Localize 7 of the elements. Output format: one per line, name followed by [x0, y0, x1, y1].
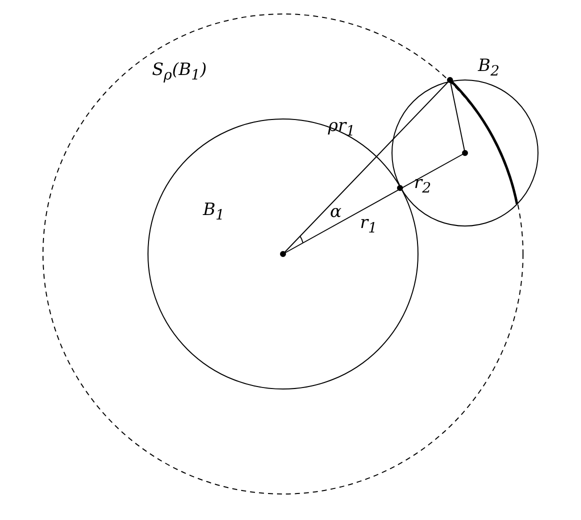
math-label: r$_{2}$: [414, 175, 432, 196]
math-label: α: [330, 204, 342, 221]
math-label: ρr$_{1}$: [328, 118, 356, 139]
math-label: S$_{ρ}$(B$_{1}$): [152, 62, 207, 83]
math-label: r$_{1}$: [360, 215, 378, 236]
math-label: B$_{1}$: [203, 202, 225, 223]
math-label: B$_{2}$: [478, 58, 500, 79]
